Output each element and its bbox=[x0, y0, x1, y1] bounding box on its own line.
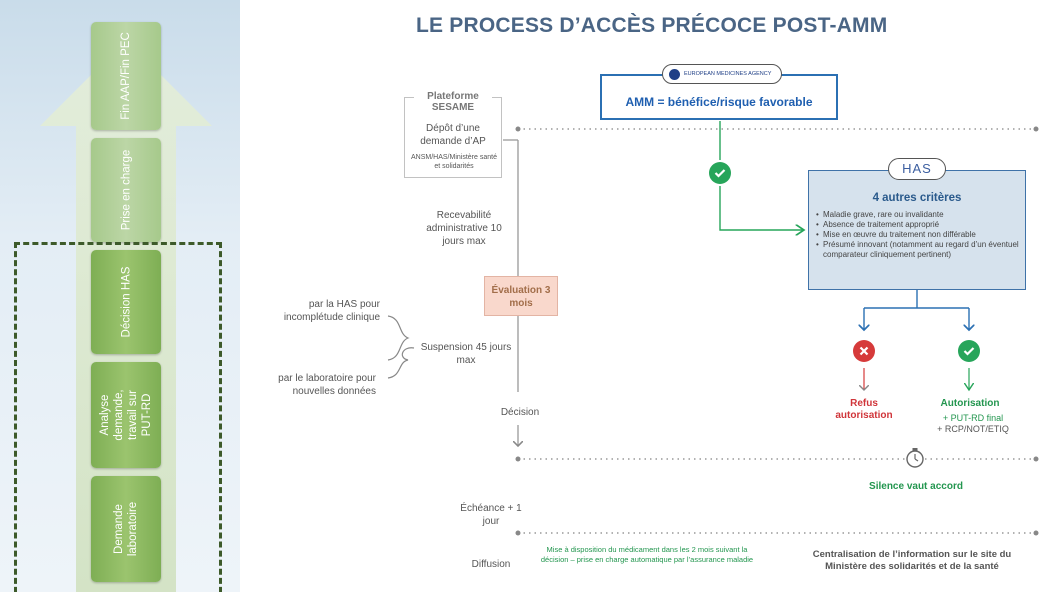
current-phase-frame bbox=[14, 242, 222, 592]
criteria-item: Mise en œuvre du traitement non différab… bbox=[816, 230, 1024, 240]
criteria-item: Présumé innovant (notamment au regard d’… bbox=[816, 240, 1024, 260]
brace-labo bbox=[387, 347, 415, 379]
check-icon-amm bbox=[709, 162, 731, 184]
autorisation-detail-rcp: + RCP/NOT/ETIQ bbox=[937, 424, 1009, 434]
has-logo: HAS bbox=[888, 158, 946, 180]
autorisation-details: + PUT-RD final + RCP/NOT/ETIQ bbox=[918, 413, 1028, 435]
decision-label: Décision bbox=[500, 407, 540, 418]
step-prise-en-charge: Prise en charge bbox=[91, 138, 161, 242]
dotted-timeline-lines bbox=[515, 126, 1039, 536]
dotted-line-decision-end-dot bbox=[1033, 456, 1039, 462]
par-has-text: par la HAS pour incomplétude clinique bbox=[283, 299, 380, 323]
has-criteria-title: 4 autres critères bbox=[872, 192, 962, 204]
evaluation-box: Évaluation 3 mois bbox=[484, 276, 558, 316]
dotted-line-echeance-start-dot bbox=[515, 530, 521, 536]
process-steps-panel: Fin AAP/Fin PEC Prise en charge Décision… bbox=[0, 0, 240, 592]
criteria-item: Maladie grave, rare ou invalidante bbox=[816, 210, 1024, 220]
amm-text: AMM = bénéfice/risque favorable bbox=[625, 95, 813, 109]
check-icon-autorisation bbox=[958, 340, 980, 362]
criteria-item: Absence de traitement approprié bbox=[816, 220, 1024, 230]
dotted-line-amm-start-dot bbox=[515, 126, 521, 132]
recevabilite-text: Recevabilité administrative 10 jours max bbox=[426, 210, 502, 247]
stopwatch-icon bbox=[906, 448, 924, 468]
mise-a-disposition-text: Mise à disposition du médicament dans le… bbox=[540, 545, 754, 564]
dotted-line-decision-start-dot bbox=[515, 456, 521, 462]
page-title: LE PROCESS D’ACCÈS PRÉCOCE POST-AMM bbox=[416, 14, 888, 37]
echeance-label: Échéance + 1 jour bbox=[460, 503, 522, 527]
diffusion-label: Diffusion bbox=[471, 559, 511, 570]
has-criteria-list: Maladie grave, rare ou invalidante Absen… bbox=[816, 210, 1024, 260]
green-arrow-to-has bbox=[719, 186, 804, 230]
dotted-line-amm-end-dot bbox=[1033, 126, 1039, 132]
sesame-platform-label: Plateforme SESAME bbox=[414, 91, 492, 113]
sesame-bodies-text: ANSM/HAS/Ministère santé et solidarités bbox=[411, 154, 497, 170]
silence-vaut-accord-text: Silence vaut accord bbox=[869, 481, 963, 492]
step-analyse-demande: Analyse demande, travail sur PUT-RD bbox=[91, 362, 161, 468]
centralisation-text: Centralisation de l’information sur le s… bbox=[812, 549, 1012, 572]
cross-icon-refus bbox=[853, 340, 875, 362]
ema-logo-text: EUROPEAN MEDICINES AGENCY bbox=[684, 71, 772, 77]
step-demande-laboratoire: Demande laboratoire bbox=[91, 476, 161, 582]
step-fin-aap: Fin AAP/Fin PEC bbox=[91, 22, 161, 130]
autorisation-detail-putrd: + PUT-RD final bbox=[942, 413, 1004, 423]
brace-has bbox=[387, 315, 410, 361]
step-decision-has: Décision HAS bbox=[91, 250, 161, 354]
autorisation-label: Autorisation bbox=[940, 398, 1000, 409]
par-labo-text: par le laboratoire pour nouvelles donnée… bbox=[278, 373, 376, 397]
suspension-text: Suspension 45 jours max bbox=[420, 342, 512, 366]
dotted-line-echeance-end-dot bbox=[1033, 530, 1039, 536]
refus-label: Refus autorisation bbox=[835, 398, 893, 421]
ema-logo-icon bbox=[669, 68, 680, 80]
ema-logo: EUROPEAN MEDICINES AGENCY bbox=[662, 64, 782, 84]
sesame-deposit-text: Dépôt d’une demande d’AP bbox=[420, 123, 486, 147]
